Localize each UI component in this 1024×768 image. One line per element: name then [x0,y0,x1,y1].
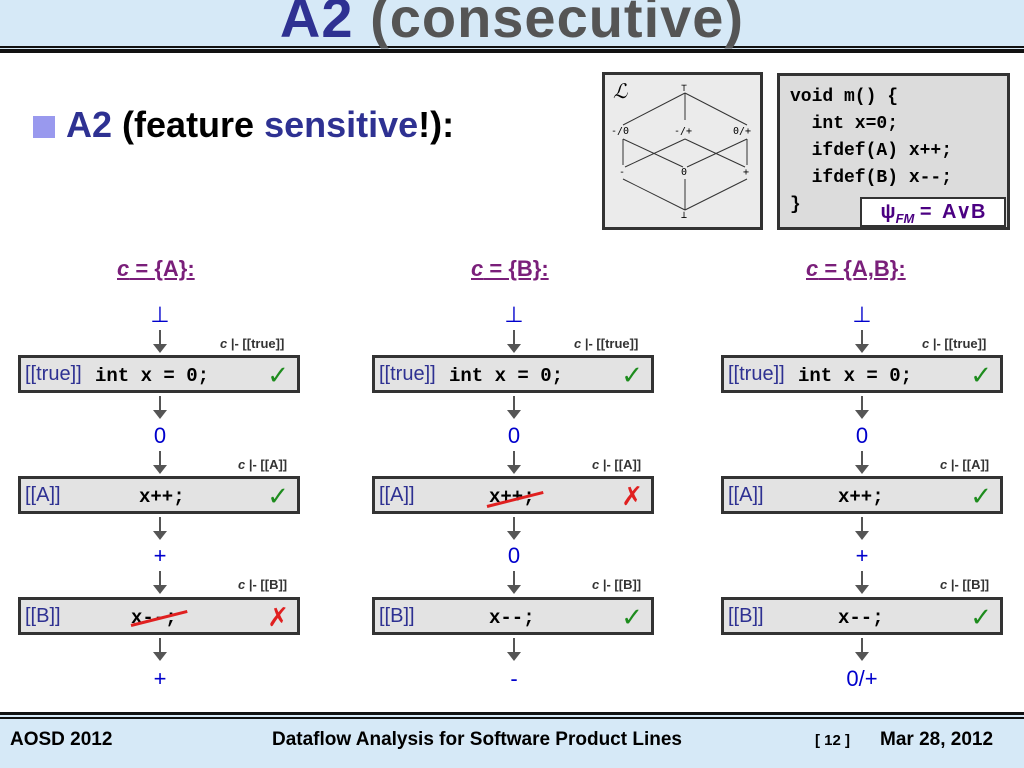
flow-arrow [507,451,521,474]
value-node: 0 [507,423,521,448]
statement-box: [[true]] int x = 0; ✓ [721,355,1003,393]
condition-label: c |- [[A]] [592,457,642,472]
value-node: + [855,543,869,568]
value-node: 0 [507,543,521,568]
lattice-top: ⊤ [681,83,688,94]
statement-box: [[B]] x--; ✗ [18,597,300,635]
footer-date: Mar 28, 2012 [880,729,994,750]
flow-arrow [507,396,521,419]
statement-box: [[B]] x--; ✓ [721,597,1003,635]
code-line: } [790,195,801,215]
code-line: int x=0; [790,114,899,134]
value-node: 0 [855,423,869,448]
lattice-l3: 0/+ [733,126,752,137]
flow-arrow [507,330,521,353]
lattice-m1: - [619,167,626,178]
bullet-text: A2 (feature sensitive!): [66,104,455,145]
lattice-l1: -/0 [611,126,630,137]
statement-box: [[A]] x++; ✗ [372,476,654,514]
condition-label: c |- [[true]] [922,336,987,351]
flow-arrow [153,571,167,594]
footer-talk-title: Dataflow Analysis for Software Product L… [272,729,682,750]
title-bar [0,0,1024,53]
check-icon: ✓ [621,360,643,390]
code-line: ifdef(B) x--; [790,168,953,188]
bullet-square-icon [33,116,55,138]
statement-box: [[A]] x++; ✓ [18,476,300,514]
slide-title: A2 (consecutive) [279,0,745,49]
flow-arrow [153,330,167,353]
value-node: 0/+ [846,666,878,691]
check-icon: ✓ [970,360,992,390]
statement-box: [[A]] x++; ✓ [721,476,1003,514]
condition-label: c |- [[A]] [940,457,990,472]
condition-label: c |- [[B]] [940,577,990,592]
condition-label: c |- [[true]] [574,336,639,351]
lattice-m3: + [743,167,750,178]
feature-model-formula: ψFM = A∨B [860,197,1006,227]
lattice-diagram: ℒ ⊤ -/0 -/+ 0/+ - 0 + ⊥ [602,72,763,230]
check-icon: ✓ [621,602,643,632]
value-node: + [153,543,167,568]
footer-conference: AOSD 2012 [10,729,113,750]
condition-label: c |- [[true]] [220,336,285,351]
value-node: + [153,666,167,691]
flow-arrow [153,638,167,661]
flow-arrow [507,638,521,661]
lattice-m2: 0 [681,167,688,178]
value-node: ⊥ [852,302,872,327]
footer-bar: AOSD 2012 Dataflow Analysis for Software… [0,712,1024,768]
check-icon: ✓ [970,602,992,632]
footer-page-number: [ 12 ] [815,732,851,749]
value-node: ⊥ [150,302,170,327]
check-icon: ✓ [267,360,289,390]
flow-arrow [507,571,521,594]
column-heading-ab: c = {A,B}: [806,256,906,281]
flow-arrow [855,330,869,353]
lattice-lines [622,92,748,211]
check-icon: ✓ [970,481,992,511]
flow-arrow [855,451,869,474]
flow-arrow [507,517,521,540]
lattice-bottom: ⊥ [681,210,688,221]
statement-box: [[B]] x--; ✓ [372,597,654,635]
condition-label: c |- [[A]] [238,457,288,472]
flow-arrow [855,571,869,594]
condition-label: c |- [[B]] [592,577,642,592]
value-node: 0 [153,423,167,448]
statement-box: [[true]] int x = 0; ✓ [372,355,654,393]
flow-arrow [855,517,869,540]
lattice-l2: -/+ [674,126,693,137]
lattice-symbol: ℒ [613,79,628,103]
check-icon: ✓ [267,481,289,511]
flow-arrow [153,517,167,540]
column-heading-a: c = {A}: [117,256,195,281]
value-node: ⊥ [504,302,524,327]
code-box: void m() { int x=0; ifdef(A) x++; ifdef(… [777,73,1010,230]
flow-arrow [153,396,167,419]
flow-arrow [855,638,869,661]
flow-arrow [855,396,869,419]
column-heading-b: c = {B}: [471,256,549,281]
value-node: - [510,666,518,691]
condition-label: c |- [[B]] [238,577,288,592]
flow-arrow [153,451,167,474]
footer-divider [0,717,1024,719]
cross-icon: ✗ [267,602,289,632]
statement-box: [[true]] int x = 0; ✓ [18,355,300,393]
code-line: ifdef(A) x++; [790,141,953,161]
cross-icon: ✗ [621,481,643,511]
code-line: void m() { [790,87,899,107]
